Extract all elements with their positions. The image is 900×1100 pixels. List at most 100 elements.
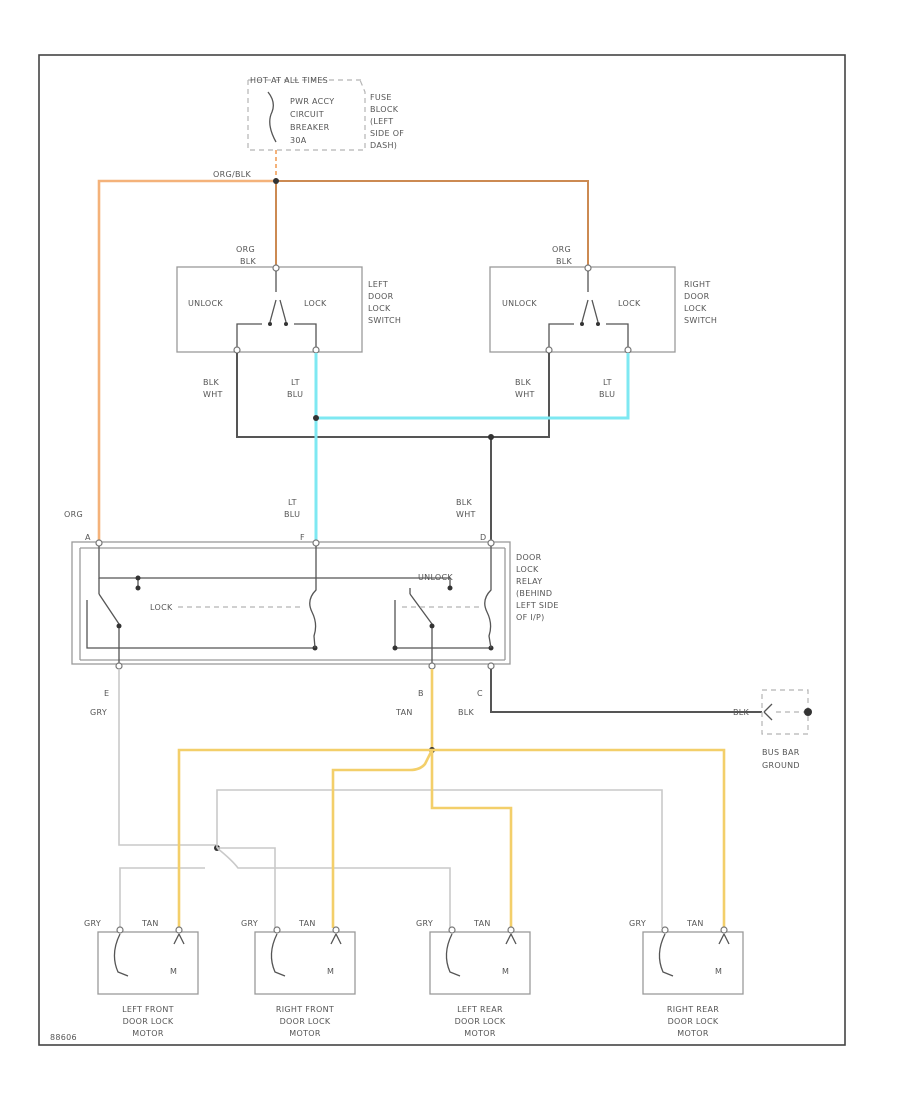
left-switch-contact-lock [279, 299, 287, 323]
relay-pin-a: A [85, 533, 91, 542]
motor-winding [445, 933, 461, 977]
left-switch-terminal-b [312, 346, 320, 354]
relay-wire-lt: LT [288, 498, 297, 507]
ground-point [804, 708, 812, 716]
motor-arrow [505, 933, 517, 945]
motor-name-line: RIGHT FRONT [276, 1005, 334, 1014]
fuse-block-outline [247, 79, 366, 151]
diagram-frame [38, 54, 846, 1046]
motor-terminal-gry [116, 926, 124, 934]
right-switch-name-1: RIGHT [684, 280, 711, 289]
fuse-block-line-2: BLOCK [370, 105, 399, 114]
right-wire-lt: LT [603, 378, 612, 387]
motor-arrow [330, 933, 342, 945]
breaker-label-line-4: 30A [290, 136, 307, 145]
left-door-lock-switch: ORG BLK UNLOCK LOCK LEFT DOOR LOCK SWITC… [176, 245, 401, 354]
right-wire-wht: WHT [515, 390, 535, 399]
motor-wire-gry: GRY [241, 919, 258, 928]
motor-terminal-tan [332, 926, 340, 934]
relay-name-1: DOOR [516, 553, 542, 562]
motor-name-line: LEFT REAR [457, 1005, 503, 1014]
relay-lock-contact [98, 593, 120, 625]
motor-mark: M [715, 967, 722, 976]
motor-name-line: DOOR LOCK [280, 1017, 331, 1026]
breaker-label-line-1: PWR ACCY [290, 97, 335, 106]
right-wire-blu: BLU [599, 390, 615, 399]
motor-name-line: MOTOR [289, 1029, 321, 1038]
motor-winding [270, 933, 286, 977]
left-switch-name-2: DOOR [368, 292, 394, 301]
right-switch-contact-unlock [581, 299, 589, 323]
left-wire-blu: BLU [287, 390, 303, 399]
org-blk-feed: ORG/BLK [97, 170, 589, 540]
motor-name-line: DOOR LOCK [123, 1017, 174, 1026]
relay-wire-blu: BLU [284, 510, 300, 519]
left-switch-name-1: LEFT [368, 280, 388, 289]
motor-winding [658, 933, 674, 977]
relay-unlock-label: UNLOCK [418, 573, 453, 582]
right-switch-name-3: LOCK [684, 304, 707, 313]
fuse-block-line-5: DASH) [370, 141, 397, 150]
relay-wire-org: ORG [64, 510, 83, 519]
relay-output-wires: BLK GRY TAN [90, 669, 762, 928]
right-switch-body [489, 266, 676, 353]
circuit-breaker-symbol [267, 91, 277, 143]
wire-label-org-blk: ORG/BLK [213, 170, 251, 179]
wire-label-gry: GRY [90, 708, 107, 717]
motor-terminal-tan [720, 926, 728, 934]
right-switch-terminal-a [545, 346, 553, 354]
gry-to-rear [216, 789, 663, 928]
motor-body [429, 931, 531, 995]
gry-to-left-front [119, 867, 205, 928]
motor-terminal-gry [273, 926, 281, 934]
relay-lock-label: LOCK [150, 603, 173, 612]
left-switch-unlock: UNLOCK [188, 299, 223, 308]
motor-name-line: RIGHT REAR [667, 1005, 719, 1014]
ground-name-2: GROUND [762, 761, 800, 770]
splice-lt-blu [313, 415, 319, 421]
relay-pin-f: F [300, 533, 305, 542]
right-switch-terminal-b [624, 346, 632, 354]
motor-mark: M [327, 967, 334, 976]
relay-name-2: LOCK [516, 565, 539, 574]
motor-body [97, 931, 199, 995]
right-switch-name-4: SWITCH [684, 316, 717, 325]
gry-to-right-front [217, 847, 276, 928]
right-switch-unlock: UNLOCK [502, 299, 537, 308]
breaker-label-line-3: BREAKER [290, 123, 330, 132]
motor-terminal-tan [507, 926, 515, 934]
left-switch-wire-org: ORG [236, 245, 255, 254]
motor-name-line: LEFT FRONT [122, 1005, 174, 1014]
relay-wire-wht: WHT [456, 510, 476, 519]
relay-body [71, 541, 511, 665]
relay-name-6: OF I/P) [516, 613, 545, 622]
motor-terminal-gry [661, 926, 669, 934]
ground-wire-label: BLK [733, 708, 750, 717]
left-switch-body [176, 266, 363, 353]
power-source: HOT AT ALL TIMES PWR ACCY CIRCUIT BREAKE… [247, 76, 404, 181]
relay-name-5: LEFT SIDE [516, 601, 559, 610]
blk-wire-to-ground [490, 669, 762, 713]
motor-name-line: DOOR LOCK [668, 1017, 719, 1026]
motor-wire-gry: GRY [84, 919, 101, 928]
door-lock-relay: A F D LOCK UNLOCK D [71, 533, 559, 698]
right-switch-name-2: DOOR [684, 292, 710, 301]
motor-terminal-gry [448, 926, 456, 934]
motor-wire-gry: GRY [629, 919, 646, 928]
relay-name-3: RELAY [516, 577, 543, 586]
left-wire-blk: BLK [203, 378, 220, 387]
bus-bar-ground: BLK BUS BAR GROUND [733, 689, 812, 770]
relay-name-4: (BEHIND [516, 589, 552, 598]
relay-pin-e: E [104, 689, 109, 698]
splice-blk-wht [488, 434, 494, 440]
tan-to-right-rear [432, 748, 726, 928]
right-switch-lock: LOCK [618, 299, 641, 308]
motor-wire-tan: TAN [141, 919, 159, 928]
motor-terminal-tan [175, 926, 183, 934]
left-switch-wire-blk: BLK [240, 257, 257, 266]
right-switch-wire-blk: BLK [556, 257, 573, 266]
